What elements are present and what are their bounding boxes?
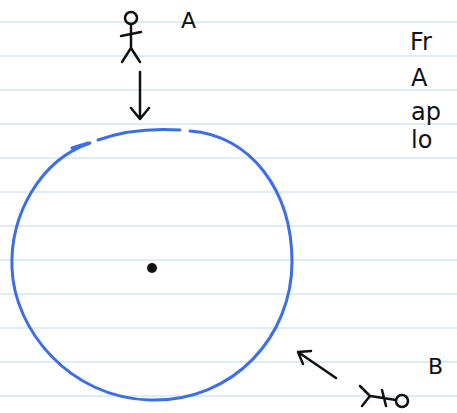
figure-label: B	[428, 356, 443, 378]
arrow-a	[131, 72, 149, 119]
center-dot	[147, 263, 157, 273]
circle-mark	[72, 143, 88, 148]
note-text: A	[411, 66, 427, 90]
stick-figure-b	[360, 386, 408, 407]
circle-outline	[12, 129, 292, 400]
ruled-lines	[0, 22, 457, 396]
note-text: ap	[411, 100, 441, 124]
note-text: Fr	[410, 30, 432, 54]
note-text: lo	[411, 128, 432, 152]
stick-figure-a	[121, 12, 141, 62]
arrow-b	[298, 351, 336, 378]
figure-label: A	[181, 10, 196, 32]
